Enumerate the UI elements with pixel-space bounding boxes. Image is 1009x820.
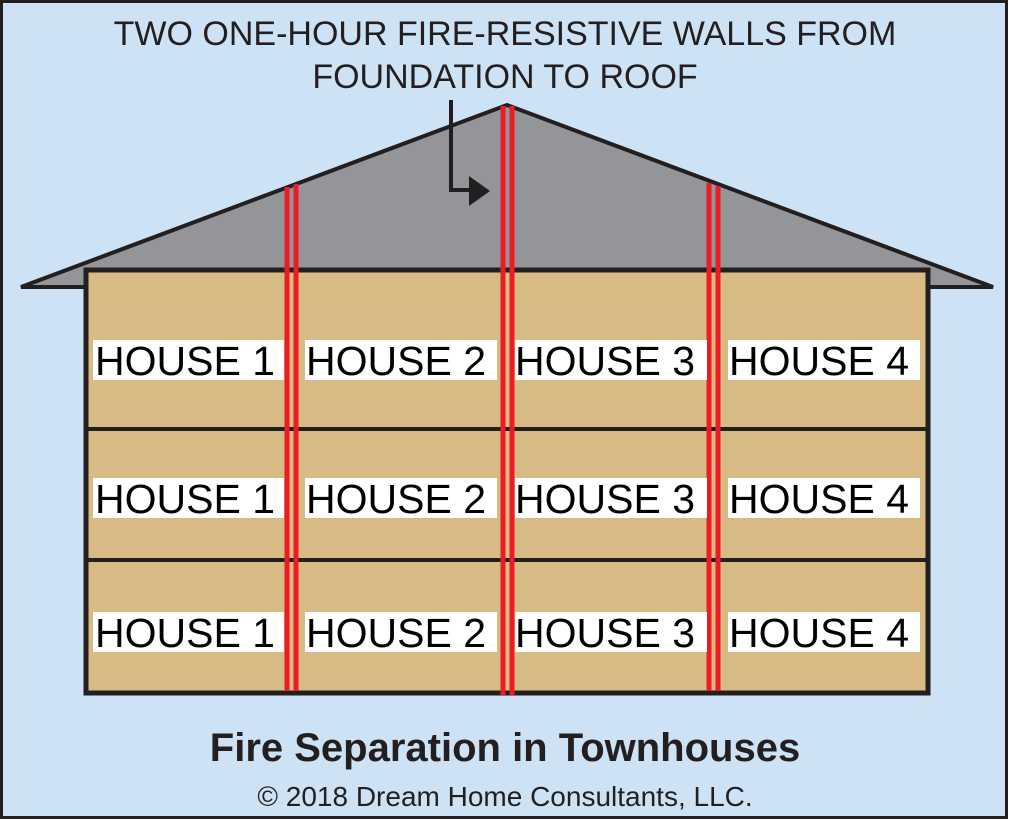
- callout-line-1: TWO ONE-HOUR FIRE-RESISTIVE WALLS FROM: [114, 15, 897, 53]
- unit-label: HOUSE 1: [95, 610, 275, 656]
- unit-label: HOUSE 3: [515, 476, 695, 522]
- unit-label: HOUSE 3: [515, 338, 695, 384]
- fire-wall-1: [284, 184, 299, 691]
- unit-label: HOUSE 2: [306, 610, 486, 656]
- unit-label: HOUSE 3: [515, 610, 695, 656]
- unit-label: HOUSE 2: [306, 338, 486, 384]
- floor-row-bottom: HOUSE 1 HOUSE 2 HOUSE 3 HOUSE 4: [93, 610, 920, 656]
- fire-wall-3: [706, 183, 721, 691]
- diagram-title: Fire Separation in Townhouses: [210, 726, 800, 770]
- arrow-icon: [449, 100, 490, 206]
- floor-row-middle: HOUSE 1 HOUSE 2 HOUSE 3 HOUSE 4: [93, 476, 920, 522]
- unit-label: HOUSE 1: [95, 338, 275, 384]
- callout-line-2: FOUNDATION TO ROOF: [312, 58, 697, 96]
- unit-label: HOUSE 2: [306, 476, 486, 522]
- floor-row-top: HOUSE 1 HOUSE 2 HOUSE 3 HOUSE 4: [93, 338, 920, 384]
- fire-wall-2: [500, 106, 515, 695]
- copyright: © 2018 Dream Home Consultants, LLC.: [257, 781, 752, 812]
- unit-label: HOUSE 4: [729, 476, 909, 522]
- unit-label: HOUSE 4: [729, 610, 909, 656]
- unit-label: HOUSE 1: [95, 476, 275, 522]
- unit-label: HOUSE 4: [729, 338, 909, 384]
